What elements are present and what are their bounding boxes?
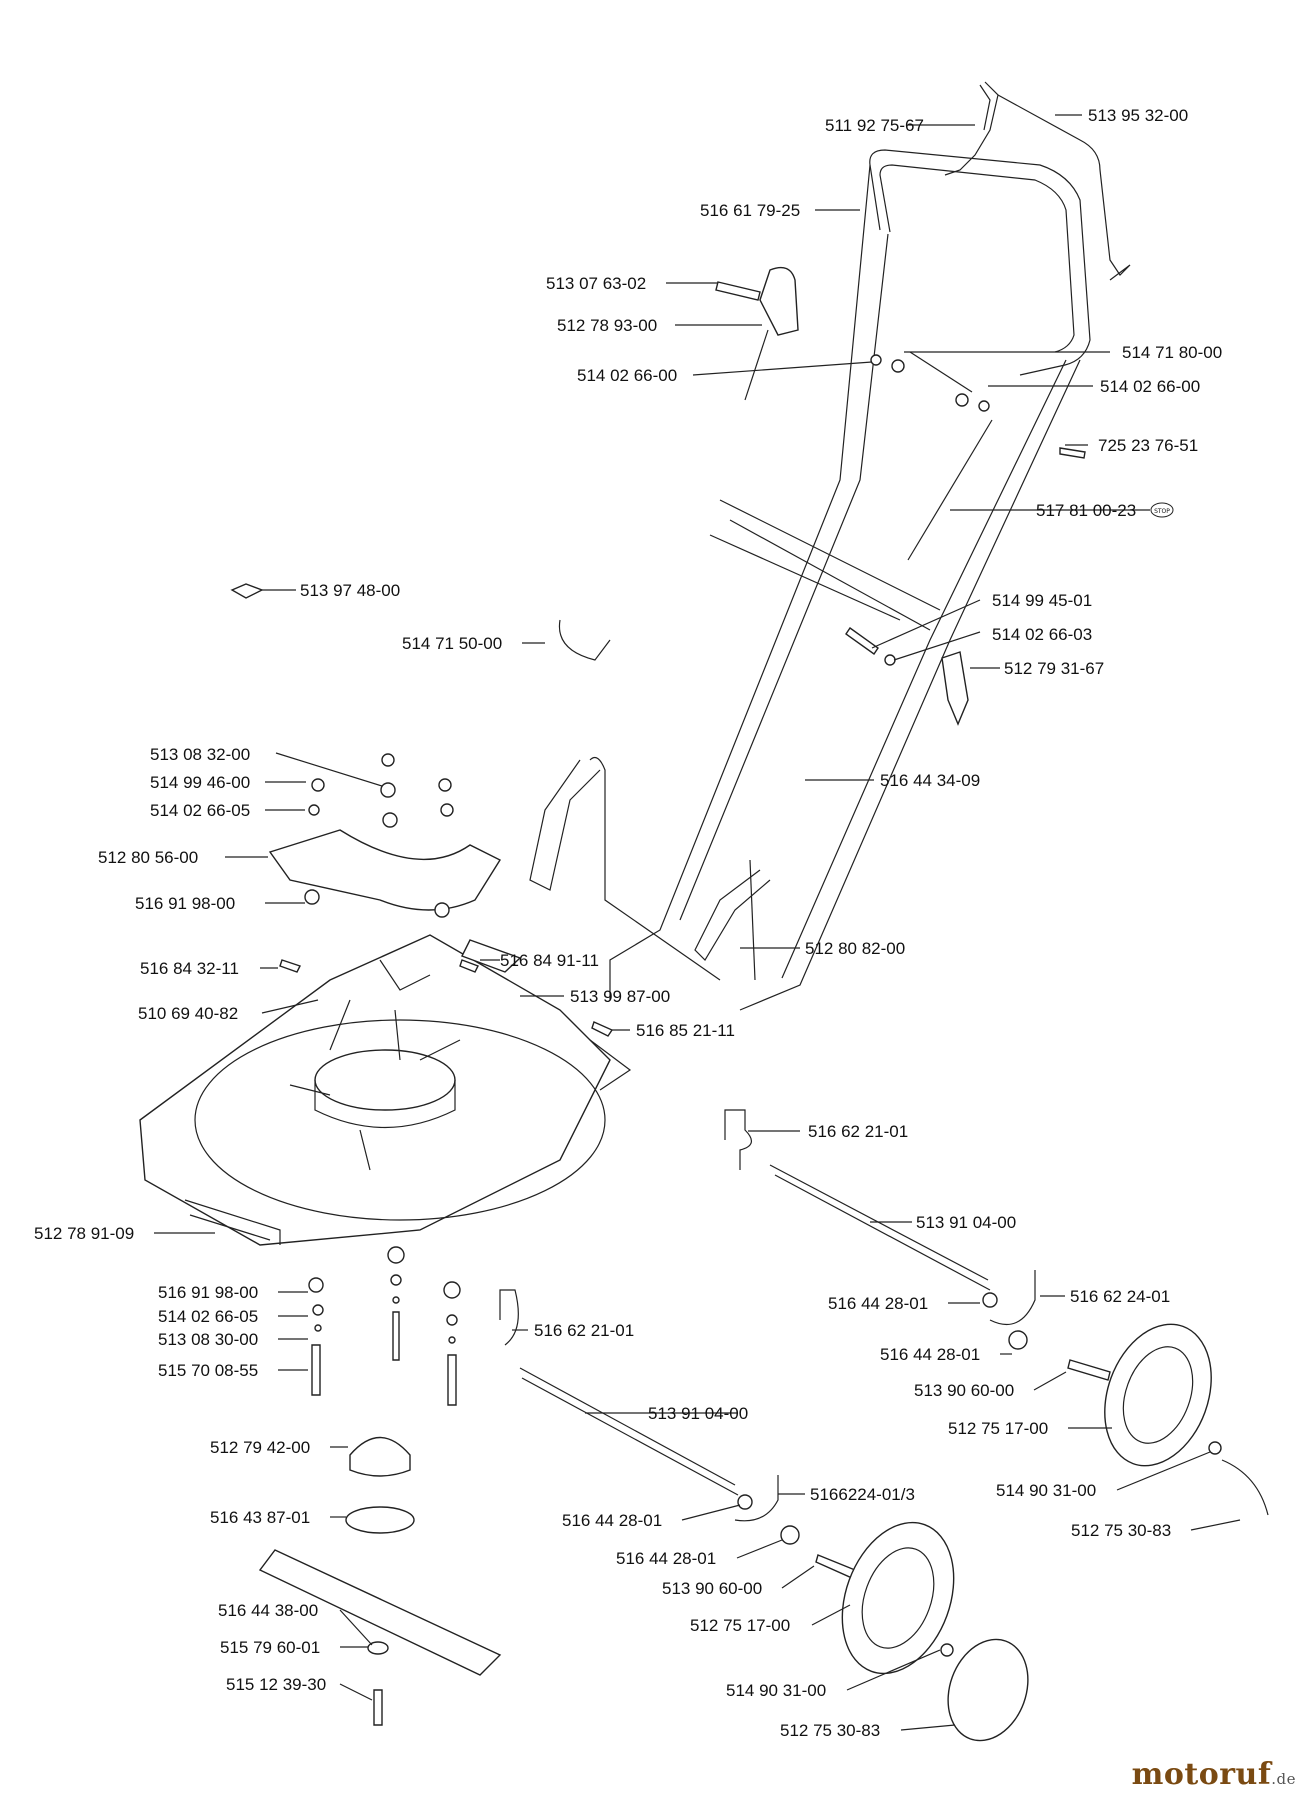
part-label-p37: 513 08 30-00: [158, 1330, 258, 1349]
part-label-p38: 513 90 60-00: [914, 1381, 1014, 1400]
lower-handle-drawing: [529, 757, 771, 981]
part-label-p26: 510 69 40-82: [138, 1004, 238, 1023]
leader-lines: [154, 114, 1241, 1731]
part-label-p43: 514 90 31-00: [996, 1481, 1096, 1500]
part-label-p7: 514 02 66-00: [577, 366, 677, 385]
part-label-p14: 514 02 66-03: [992, 625, 1092, 644]
part-label-p52: 515 79 60-01: [220, 1638, 320, 1657]
part-label-p24: 516 84 91-11: [500, 951, 599, 970]
washers-lower-drawing: [737, 1292, 1111, 1579]
stop-badge: STOP: [1150, 502, 1174, 518]
part-label-p22: 512 80 82-00: [805, 939, 905, 958]
part-label-p9: 725 23 76-51: [1098, 436, 1198, 455]
mower-deck-drawing: [139, 934, 632, 1246]
part-label-p13: 514 71 50-00: [402, 634, 502, 653]
part-label-p55: 512 75 30-83: [780, 1721, 880, 1740]
part-label-p44: 516 43 87-01: [210, 1508, 310, 1527]
part-label-p5: 512 78 93-00: [557, 316, 657, 335]
handle-knob-drawing: [845, 627, 969, 726]
part-label-p11: 513 97 48-00: [300, 581, 400, 600]
part-label-p41: 513 91 04-00: [648, 1404, 748, 1423]
part-label-p39: 515 70 08-55: [158, 1361, 258, 1380]
part-label-p36: 516 44 28-01: [880, 1345, 980, 1364]
part-label-p2: 513 95 32-00: [1088, 106, 1188, 125]
part-label-p54: 515 12 39-30: [226, 1675, 326, 1694]
watermark-brand: motoruf: [1131, 1757, 1272, 1792]
part-label-p18: 516 44 34-09: [880, 771, 980, 790]
part-label-p23: 516 84 32-11: [140, 959, 239, 978]
part-label-p10: 517 81 00-23: [1036, 501, 1136, 520]
part-label-p45: 516 44 28-01: [562, 1511, 662, 1530]
part-label-p29: 513 91 04-00: [916, 1213, 1016, 1232]
part-label-p50: 516 44 38-00: [218, 1601, 318, 1620]
top-bail-drawing: [944, 81, 1131, 281]
throttle-control-drawing: [715, 266, 799, 401]
part-label-p33: 516 91 98-00: [158, 1283, 258, 1302]
part-label-p6: 514 71 80-00: [1122, 343, 1222, 362]
part-label-p51: 512 75 17-00: [690, 1616, 790, 1635]
part-label-p25: 513 99 87-00: [570, 987, 670, 1006]
mounting-bracket-drawing: [268, 753, 502, 918]
part-labels: 511 92 75-67 513 95 32-00 516 61 79-25 5…: [34, 106, 1222, 1740]
deck-bolts-drawing: [279, 959, 614, 1037]
part-label-p31: 516 44 28-01: [828, 1294, 928, 1313]
part-label-p8: 514 02 66-00: [1100, 377, 1200, 396]
part-label-p47: 512 75 30-83: [1071, 1521, 1171, 1540]
part-label-p35: 516 62 21-01: [534, 1321, 634, 1340]
part-label-p27: 516 85 21-11: [636, 1021, 735, 1040]
part-label-p1: 511 92 75-67: [825, 116, 924, 135]
watermark-tld: .de: [1271, 1770, 1296, 1788]
part-label-p30: 512 78 91-09: [34, 1224, 134, 1243]
part-label-p4: 513 07 63-02: [546, 274, 646, 293]
part-label-p19: 514 02 66-05: [150, 801, 250, 820]
part-label-p48: 516 44 28-01: [616, 1549, 716, 1568]
part-label-p46: 5166224-01/3: [810, 1485, 915, 1504]
right-wheel-drawing: [1104, 1323, 1269, 1516]
part-label-p40: 512 75 17-00: [948, 1419, 1048, 1438]
part-label-p32: 516 62 24-01: [1070, 1287, 1170, 1306]
spindle-stack-drawing: [258, 1246, 502, 1726]
part-label-p28: 516 62 21-01: [808, 1122, 908, 1141]
part-label-p34: 514 02 66-05: [158, 1307, 258, 1326]
part-label-p16: 513 08 32-00: [150, 745, 250, 764]
stop-badge-text: STOP: [1154, 508, 1170, 515]
part-label-p21: 516 91 98-00: [135, 894, 235, 913]
upper-handle-drawing: [609, 149, 1091, 1011]
left-wheel-drawing: [841, 1521, 1029, 1742]
springs-drawing: [499, 1109, 1036, 1522]
part-label-p20: 512 80 56-00: [98, 848, 198, 867]
part-label-p53: 514 90 31-00: [726, 1681, 826, 1700]
part-label-p15: 512 79 31-67: [1004, 659, 1104, 678]
washers-nuts-upper: [870, 354, 1086, 561]
part-label-p49: 513 90 60-00: [662, 1579, 762, 1598]
part-label-p42: 512 79 42-00: [210, 1438, 310, 1457]
watermark-logo: motoruf.de: [1132, 1757, 1296, 1792]
part-label-p3: 516 61 79-25: [700, 201, 800, 220]
part-label-p17: 514 99 46-00: [150, 773, 250, 792]
part-label-p12: 514 99 45-01: [992, 591, 1092, 610]
